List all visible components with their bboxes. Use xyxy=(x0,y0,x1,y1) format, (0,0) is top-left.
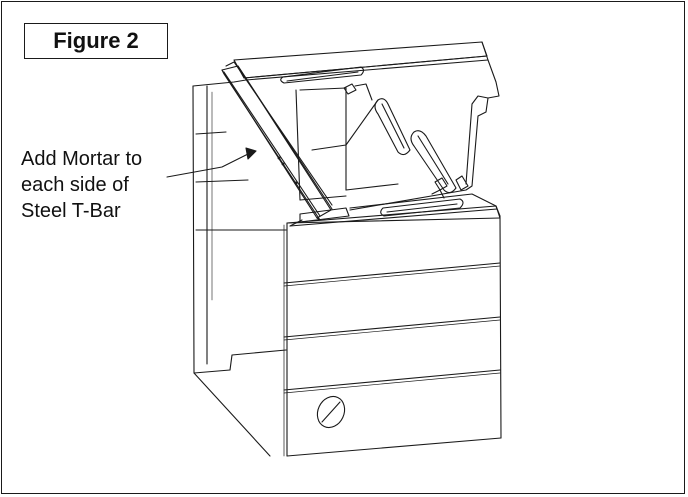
callout-line-2: each side of xyxy=(21,174,129,196)
right-wall-top xyxy=(344,42,499,210)
callout-line-1: Add Mortar to xyxy=(21,148,143,170)
front-face xyxy=(284,206,501,456)
callout-text: Add Mortar to each side of Steel T-Bar xyxy=(21,146,191,224)
inner-cavity xyxy=(296,88,398,200)
back-top-block xyxy=(234,42,488,83)
callout-line-3: Steel T-Bar xyxy=(21,200,121,222)
steel-t-bar xyxy=(222,62,349,226)
flue-hole xyxy=(312,392,349,432)
callout-arrow xyxy=(167,148,256,177)
left-side-wall xyxy=(193,80,286,456)
figure-title: Figure 2 xyxy=(24,23,168,59)
